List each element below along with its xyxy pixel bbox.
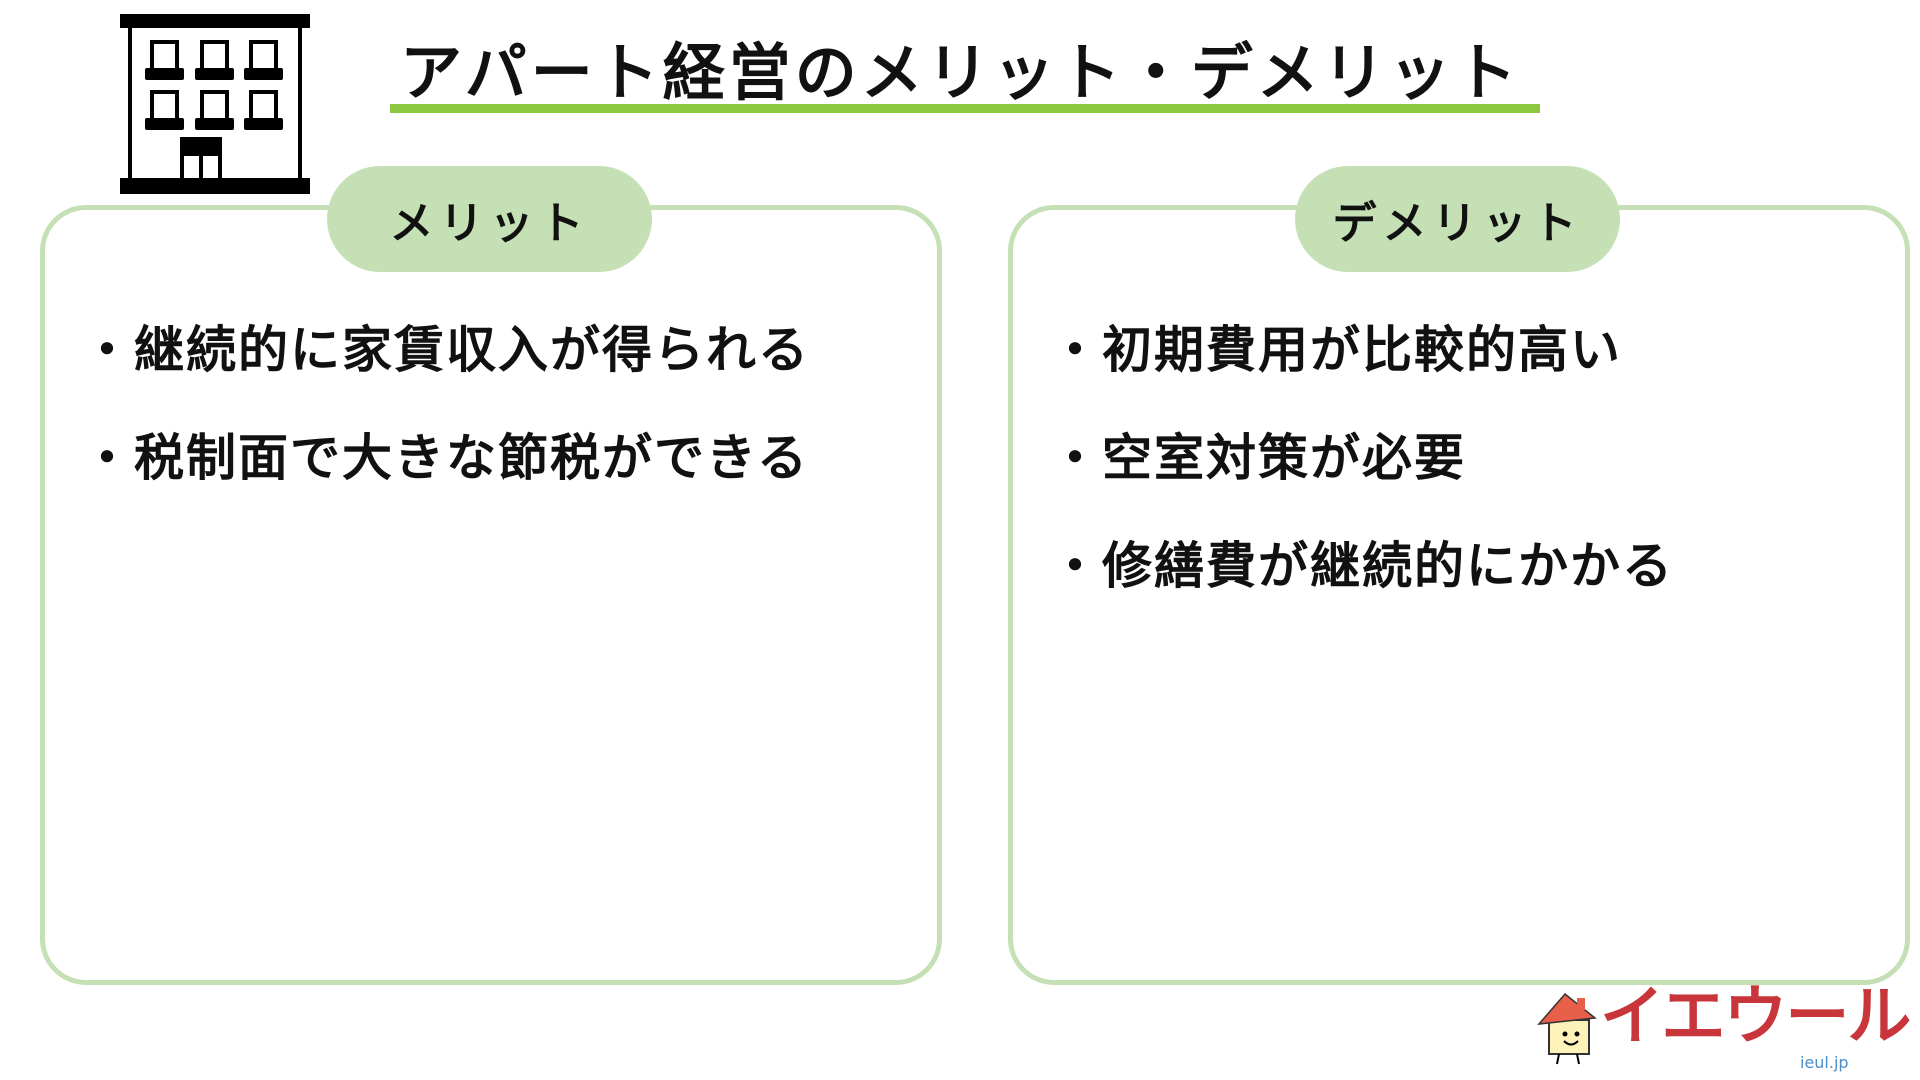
demerit-list: ・初期費用が比較的高い ・空室対策が必要 ・修繕費が継続的にかかる	[1050, 310, 1674, 634]
demerit-heading: デメリット	[1295, 166, 1620, 272]
page-title: アパート経営のメリット・デメリット	[400, 36, 1521, 109]
logo-text: イエウール	[1600, 980, 1911, 1054]
list-item: ・税制面で大きな節税ができる	[82, 429, 809, 487]
list-item: ・継続的に家賃収入が得られる	[82, 321, 810, 379]
list-item: ・修繕費が継続的にかかる	[1050, 537, 1674, 595]
merit-heading: メリット	[327, 166, 652, 272]
title-underline	[390, 104, 1540, 113]
apartment-building-icon	[120, 14, 310, 194]
list-item: ・初期費用が比較的高い	[1050, 321, 1622, 379]
merit-list: ・継続的に家賃収入が得られる ・税制面で大きな節税ができる	[82, 310, 810, 526]
list-item: ・空室対策が必要	[1050, 429, 1466, 487]
ieul-logo: イエウール ieul.jp	[1535, 984, 1915, 1078]
demerit-panel	[1008, 205, 1910, 985]
logo-domain: ieul.jp	[1800, 1053, 1849, 1072]
house-mascot-icon	[1537, 992, 1597, 1065]
